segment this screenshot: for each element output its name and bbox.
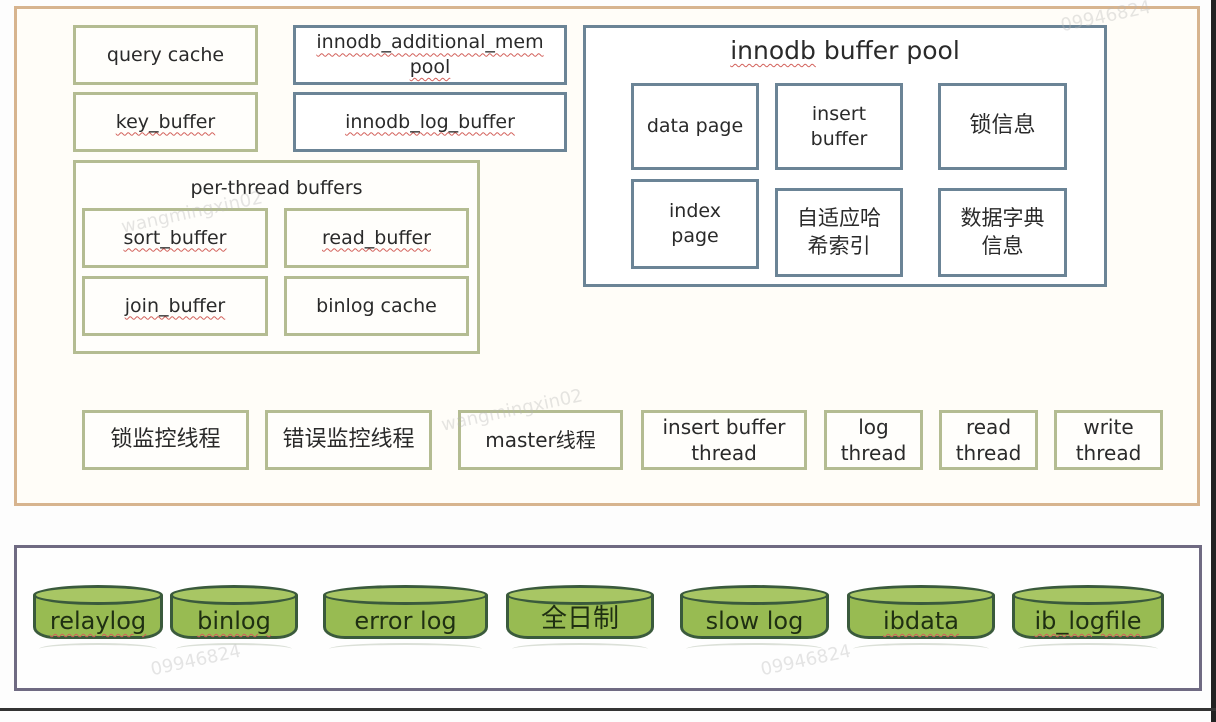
general-log-label: 全日制	[540, 604, 619, 634]
join-buffer-box: join_buffer	[82, 276, 268, 336]
slow-log-label: slow log	[705, 607, 804, 635]
adaptive-hash-index-box: 自适应哈希索引	[775, 188, 903, 277]
error-monitor-thread-label: 错误监控线程	[282, 427, 415, 453]
read-buffer-box: read_buffer	[284, 208, 469, 268]
master-thread-box: master线程	[458, 410, 623, 470]
cylinder-top	[170, 585, 298, 605]
error-log-file: error log	[323, 585, 488, 645]
innodb-additional-mem-pool-box: innodb_additional_mem pool	[293, 25, 567, 85]
binlog-file: binlog	[170, 585, 298, 645]
write-thread-box: write thread	[1054, 410, 1163, 470]
insert-buffer-thread-label: insert buffer thread	[662, 415, 786, 465]
cylinder-reflection	[853, 643, 989, 655]
insert-buffer-thread-box: insert buffer thread	[641, 410, 807, 470]
ib-logfile-file: ib_logfile	[1012, 585, 1164, 645]
read-buffer-label: read_buffer	[322, 226, 431, 249]
cylinder-reflection	[329, 643, 482, 655]
cylinder-reflection	[1018, 643, 1158, 655]
per-thread-buffers-title: per-thread buffers	[190, 177, 363, 199]
slow-log-file: slow log	[680, 585, 829, 645]
cylinder-top	[1012, 585, 1164, 605]
relaylog-label: relaylog	[49, 607, 147, 635]
lock-monitor-thread-label: 锁监控线程	[110, 426, 221, 452]
binlog-label: binlog	[197, 607, 271, 635]
innodb-buffer-pool-title-innodb: innodb	[730, 36, 816, 65]
cylinder-reflection	[512, 643, 648, 655]
innodb-buffer-pool-title: innodb buffer pool	[586, 36, 1104, 65]
index-page-box: index page	[631, 179, 759, 269]
lock-info-box: 锁信息	[938, 83, 1067, 170]
data-dictionary-box: 数据字典信息	[938, 188, 1067, 277]
lock-info-label: 锁信息	[969, 113, 1036, 139]
data-page-box: data page	[631, 83, 759, 170]
innodb-buffer-pool-title-rest: buffer pool	[815, 36, 960, 65]
frame-edge-bottom	[0, 708, 1216, 711]
cylinder-reflection	[176, 643, 292, 655]
insert-buffer-label: insert buffer	[810, 102, 868, 150]
key-buffer-label: key_buffer	[115, 110, 216, 133]
general-log-file: 全日制	[506, 585, 654, 645]
error-monitor-thread-box: 错误监控线程	[265, 410, 432, 470]
binlog-cache-label: binlog cache	[316, 294, 437, 317]
write-thread-label: write thread	[1075, 415, 1142, 465]
error-log-label: error log	[354, 607, 457, 635]
master-thread-label: master线程	[485, 428, 596, 452]
binlog-cache-box: binlog cache	[284, 276, 469, 336]
relaylog-file: relaylog	[33, 585, 163, 645]
ib-logfile-label: ib_logfile	[1034, 607, 1142, 635]
cylinder-top	[506, 585, 654, 605]
ibdata-file: ibdata	[847, 585, 995, 645]
cylinder-reflection	[686, 643, 823, 655]
frame-edge-right	[1211, 0, 1216, 722]
sort-buffer-label: sort_buffer	[123, 226, 227, 249]
log-thread-box: log thread	[824, 410, 923, 470]
innodb-additional-mem-pool-label: innodb_additional_mem pool	[316, 31, 544, 78]
query-cache-box: query cache	[73, 25, 258, 85]
cylinder-top	[323, 585, 488, 605]
lock-monitor-thread-box: 锁监控线程	[82, 410, 249, 470]
read-thread-box: read thread	[939, 410, 1038, 470]
cylinder-reflection	[39, 643, 157, 655]
innodb-log-buffer-box: innodb_log_buffer	[293, 92, 567, 152]
read-thread-label: read thread	[955, 415, 1022, 465]
cylinder-top	[33, 585, 163, 605]
ibdata-label: ibdata	[883, 607, 959, 635]
data-dictionary-label: 数据字典信息	[960, 206, 1045, 258]
join-buffer-label: join_buffer	[124, 294, 226, 317]
innodb-log-buffer-label: innodb_log_buffer	[345, 110, 515, 133]
cylinder-top	[680, 585, 829, 605]
insert-buffer-box: insert buffer	[775, 83, 903, 170]
index-page-label: index page	[669, 200, 721, 247]
key-buffer-box: key_buffer	[73, 92, 258, 152]
query-cache-label: query cache	[106, 43, 225, 66]
adaptive-hash-index-label: 自适应哈希索引	[797, 206, 881, 258]
sort-buffer-box: sort_buffer	[82, 208, 268, 268]
data-page-label: data page	[646, 115, 744, 138]
cylinder-top	[847, 585, 995, 605]
log-thread-label: log thread	[840, 415, 907, 465]
